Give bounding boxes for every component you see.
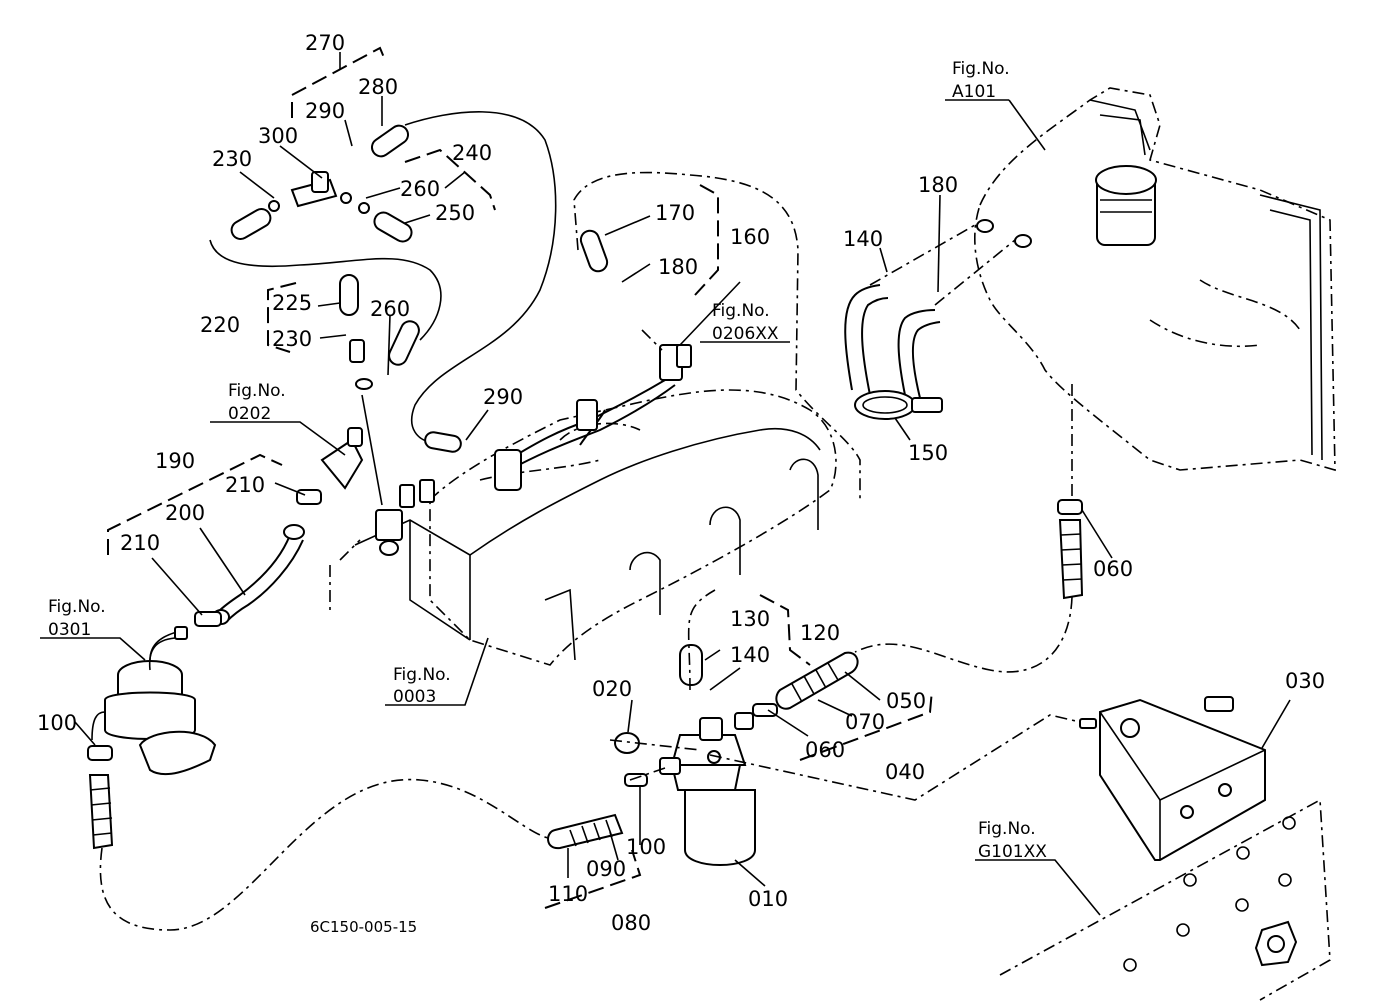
part-label-100: 100 bbox=[626, 835, 666, 859]
figure-references: Fig.No. A101 Fig.No. 0206XX Fig.No. 0202… bbox=[48, 59, 1047, 862]
fig-ref-0206xx-number: 0206XX bbox=[712, 324, 779, 344]
part-label-050: 050 bbox=[886, 689, 926, 713]
part-label-070: 070 bbox=[845, 710, 885, 734]
part-label-010: 010 bbox=[748, 887, 788, 911]
part-label-080: 080 bbox=[611, 911, 651, 935]
fig-ref-0003-number: 0003 bbox=[393, 687, 436, 707]
part-label-160: 160 bbox=[730, 225, 770, 249]
part-label-210: 210 bbox=[225, 473, 265, 497]
part-label-140: 140 bbox=[843, 227, 883, 251]
part-label-150: 150 bbox=[908, 441, 948, 465]
part-label-260: 260 bbox=[370, 297, 410, 321]
fig-ref-0206xx-label: Fig.No. bbox=[712, 301, 770, 321]
part-label-260: 260 bbox=[400, 177, 440, 201]
part-label-300: 300 bbox=[258, 124, 298, 148]
engine-block[interactable] bbox=[329, 389, 837, 666]
fig-ref-g101xx-number: G101XX bbox=[978, 842, 1047, 862]
part-label-060: 060 bbox=[1093, 557, 1133, 581]
part-label-290: 290 bbox=[483, 385, 523, 409]
part-label-180: 180 bbox=[918, 173, 958, 197]
part-label-220: 220 bbox=[200, 313, 240, 337]
fig-ref-0003-label: Fig.No. bbox=[393, 665, 451, 685]
leader-lines bbox=[40, 52, 1291, 916]
part-label-090: 090 bbox=[586, 857, 626, 881]
fig-ref-0301-label: Fig.No. bbox=[48, 597, 106, 617]
part-label-180: 180 bbox=[658, 255, 698, 279]
part-label-280: 280 bbox=[358, 75, 398, 99]
part-label-100: 100 bbox=[37, 711, 77, 735]
part-label-140: 140 bbox=[730, 643, 770, 667]
fig-ref-a101-label: Fig.No. bbox=[952, 59, 1010, 79]
part-label-210: 210 bbox=[120, 531, 160, 555]
part-label-130: 130 bbox=[730, 607, 770, 631]
part-label-120: 120 bbox=[800, 621, 840, 645]
part-label-170: 170 bbox=[655, 201, 695, 225]
part-number-labels: 270 280 290 300 230 240 260 250 225 220 … bbox=[37, 31, 1325, 935]
injection-pipes[interactable] bbox=[494, 344, 692, 491]
part-label-230: 230 bbox=[272, 327, 312, 351]
part-label-270: 270 bbox=[305, 31, 345, 55]
part-label-225: 225 bbox=[272, 291, 312, 315]
fig-ref-0202-label: Fig.No. bbox=[228, 381, 286, 401]
part-label-240: 240 bbox=[452, 141, 492, 165]
part-label-230: 230 bbox=[212, 147, 252, 171]
part-label-020: 020 bbox=[592, 677, 632, 701]
part-label-110: 110 bbox=[548, 882, 588, 906]
part-label-040: 040 bbox=[885, 760, 925, 784]
part-label-030: 030 bbox=[1285, 669, 1325, 693]
fuel-hoses[interactable] bbox=[87, 111, 1084, 931]
fuel-filter-assembly[interactable] bbox=[659, 712, 756, 866]
diagram-code: 6C150-005-15 bbox=[310, 918, 417, 936]
frame-rail[interactable] bbox=[999, 798, 1331, 1001]
fuel-tank[interactable] bbox=[974, 87, 1336, 472]
part-label-290: 290 bbox=[305, 99, 345, 123]
fig-ref-0202-number: 0202 bbox=[228, 404, 271, 424]
fig-ref-g101xx-label: Fig.No. bbox=[978, 819, 1036, 839]
part-label-190: 190 bbox=[155, 449, 195, 473]
fig-ref-a101-number: A101 bbox=[952, 82, 996, 102]
fig-ref-0301-number: 0301 bbox=[48, 620, 91, 640]
filter-bracket[interactable] bbox=[1079, 696, 1266, 861]
fuel-feed-pump[interactable] bbox=[91, 626, 217, 776]
part-label-060: 060 bbox=[805, 738, 845, 762]
part-label-200: 200 bbox=[165, 501, 205, 525]
part-label-250: 250 bbox=[435, 201, 475, 225]
